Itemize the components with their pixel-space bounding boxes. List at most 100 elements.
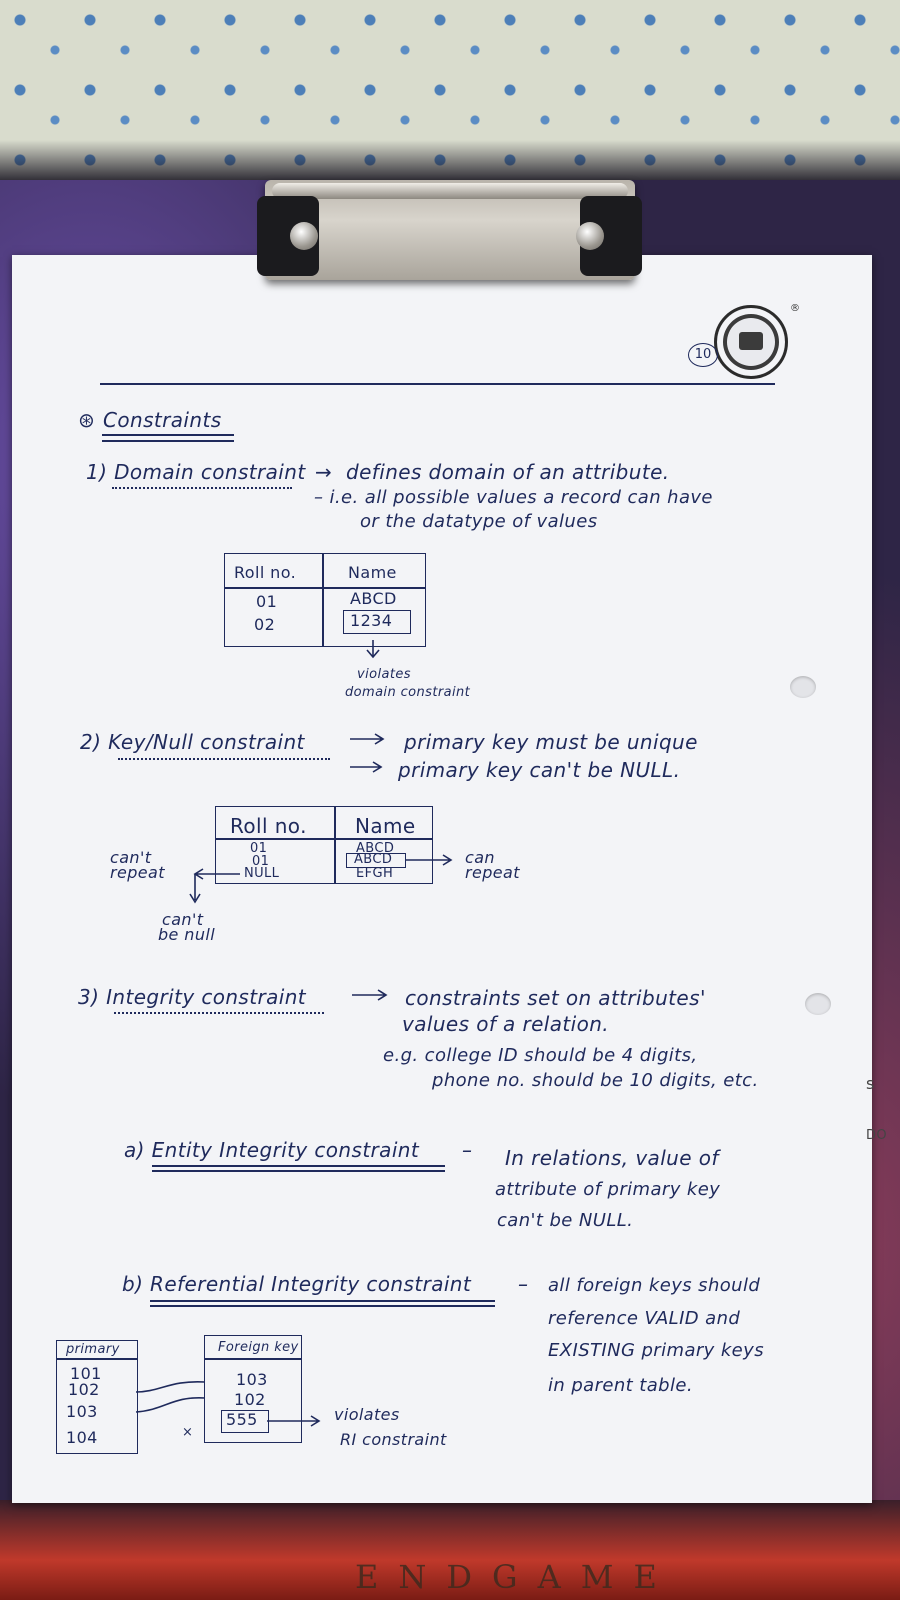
domain-table (224, 553, 426, 647)
table-cell: ABCD (356, 841, 395, 856)
title-underline (150, 1300, 495, 1302)
arrow-left (193, 868, 240, 880)
heading-underline (102, 434, 234, 436)
ri-note-line1: violates (334, 1405, 400, 1424)
integrity-desc-line2: values of a relation. (402, 1012, 610, 1036)
table-header-roll: Roll no. (234, 563, 297, 582)
heading-symbol: ⊛ (78, 408, 96, 432)
domain-note-line2: domain constraint (345, 685, 471, 700)
title-underline (152, 1165, 445, 1167)
title-underline (150, 1305, 495, 1307)
entity-desc-line3: can't be NULL. (497, 1210, 634, 1231)
arrow-down (189, 874, 201, 904)
primary-value: 104 (66, 1428, 98, 1447)
clip-bar (272, 183, 628, 199)
table-cell-violating: 1234 (350, 611, 393, 630)
referential-desc-line1: all foreign keys should (548, 1275, 761, 1296)
table-cell: 01 (256, 592, 278, 611)
key-constraint-title: 2) Key/Null constraint (80, 730, 305, 754)
annotation-be-null: be null (158, 925, 216, 944)
arrowhead (366, 649, 380, 659)
foreign-value: 103 (236, 1370, 268, 1389)
table-cell: ABCD (350, 589, 397, 608)
referential-desc-line3: EXISTING primary keys (548, 1340, 764, 1361)
table-cell: 01 (252, 854, 270, 869)
table-divider (56, 1358, 138, 1360)
domain-constraint-title: 1) Domain constraint (86, 460, 306, 484)
dash-glyph: – (518, 1272, 529, 1296)
foreign-value-violating: 555 (226, 1410, 258, 1429)
annotation-repeat: repeat (110, 863, 165, 882)
primary-value: 102 (68, 1380, 100, 1399)
foreign-value: 102 (234, 1390, 266, 1409)
key-desc-line1: primary key must be unique (404, 730, 698, 754)
title-underline (152, 1170, 445, 1172)
header-rule (100, 383, 775, 385)
connector-line (135, 1381, 206, 1393)
annotation-repeat: repeat (465, 863, 520, 882)
section-heading: Constraints (103, 408, 222, 432)
referential-desc-line4: in parent table. (548, 1375, 693, 1396)
arrow-right (352, 989, 388, 1001)
primary-table (56, 1340, 138, 1454)
registered-mark: ® (790, 303, 800, 314)
entity-desc-line1: In relations, value of (505, 1146, 719, 1170)
entity-desc-line2: attribute of primary key (495, 1179, 721, 1200)
table-header-roll: Roll no. (230, 814, 307, 838)
notes-page (12, 255, 872, 1503)
table-divider (204, 1358, 302, 1360)
arrow-right (405, 854, 453, 866)
referential-integrity-title: b) Referential Integrity constraint (122, 1272, 472, 1296)
highlight-box (343, 610, 411, 634)
arrow-glyph: → (315, 460, 333, 484)
foreign-key-table (204, 1335, 302, 1443)
arrow-right (267, 1415, 321, 1427)
arrow-right (350, 761, 383, 773)
table-header-name: Name (348, 563, 397, 582)
connector-line (135, 1397, 206, 1413)
table-divider (224, 587, 426, 589)
college-logo (714, 305, 788, 379)
table-divider (215, 838, 433, 840)
integrity-desc-line1: constraints set on attributes' (405, 986, 706, 1010)
annotation-cant: can't (110, 848, 152, 867)
fabric-shadow (0, 140, 900, 185)
primary-value: 101 (70, 1364, 102, 1383)
title-underline (114, 1012, 324, 1014)
primary-table-header: primary (66, 1342, 120, 1357)
clip-rivet (290, 222, 318, 250)
referential-desc-line2: reference VALID and (548, 1308, 741, 1329)
cross-mark: × (182, 1425, 194, 1440)
margin-bleed-text: DO (866, 1128, 888, 1143)
domain-desc-line3: or the datatype of values (360, 511, 598, 532)
table-divider (322, 553, 324, 646)
domain-desc-line1: defines domain of an attribute. (346, 460, 670, 484)
clip-rivet (576, 222, 604, 250)
domain-desc-line2: – i.e. all possible values a record can … (314, 487, 713, 508)
endgame-poster-text: ENDGAME (355, 1558, 677, 1596)
margin-bleed-text: s (866, 1074, 875, 1093)
arrow-right (350, 733, 385, 745)
title-underline (118, 758, 330, 760)
clipboard-poster-strip (0, 1500, 900, 1600)
table-cell: NULL (244, 866, 280, 881)
punch-hole (790, 676, 816, 698)
annotation-can: can (465, 848, 495, 867)
key-desc-line2: primary key can't be NULL. (398, 758, 681, 782)
key-table (215, 806, 433, 884)
integrity-constraint-title: 3) Integrity constraint (78, 985, 307, 1009)
punch-hole (805, 993, 831, 1015)
table-divider (334, 806, 336, 883)
domain-note-line1: violates (357, 667, 411, 682)
annotation-cant: can't (162, 910, 204, 929)
entity-integrity-title: a) Entity Integrity constraint (124, 1138, 420, 1162)
heading-underline (102, 440, 234, 442)
title-underline (112, 487, 292, 489)
primary-value: 103 (66, 1402, 98, 1421)
table-header-name: Name (355, 814, 416, 838)
table-cell: 02 (254, 615, 276, 634)
table-cell: EFGH (356, 866, 394, 881)
foreign-table-header: Foreign key (218, 1340, 299, 1355)
page-number: 10 (688, 343, 718, 367)
